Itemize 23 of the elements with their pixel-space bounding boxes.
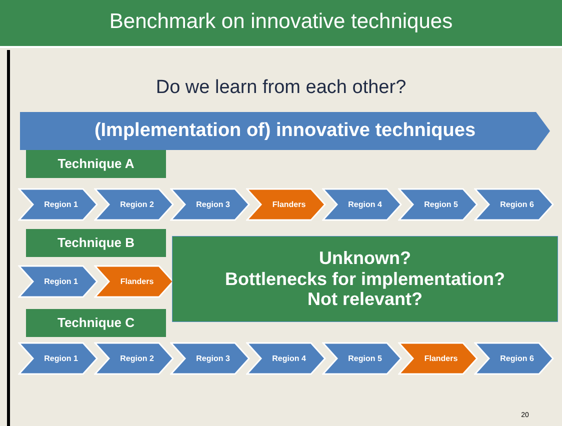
chevron-step: Region 5 bbox=[398, 188, 478, 221]
chevron-step: Region 4 bbox=[322, 188, 402, 221]
label-box: Technique B bbox=[26, 229, 166, 257]
arrow-banner: (Implementation of) innovative techniques bbox=[20, 112, 550, 150]
chevron-step: Flanders bbox=[246, 188, 326, 221]
chevron-step: Region 6 bbox=[474, 188, 554, 221]
chevron-step: Region 4 bbox=[246, 342, 326, 375]
chevron-step: Flanders bbox=[94, 265, 174, 298]
callout-box: Unknown? Bottlenecks for implementation? Not relevant? bbox=[172, 236, 558, 322]
label-box: Technique A bbox=[26, 150, 166, 178]
chevron-step: Region 5 bbox=[322, 342, 402, 375]
chevron-step: Region 1 bbox=[18, 188, 98, 221]
subtitle: Do we learn from each other? bbox=[154, 77, 408, 99]
chevron-step: Region 2 bbox=[94, 188, 174, 221]
chevron-step: Region 3 bbox=[170, 342, 250, 375]
chevron-step: Region 6 bbox=[474, 342, 554, 375]
chevron-step: Region 1 bbox=[18, 342, 98, 375]
label-box: Technique C bbox=[26, 309, 166, 337]
slide-title: Benchmark on innovative techniques bbox=[108, 10, 454, 34]
chevron-step: Region 2 bbox=[94, 342, 174, 375]
chevron-step: Region 3 bbox=[170, 188, 250, 221]
chevron-step: Flanders bbox=[398, 342, 478, 375]
chevron-step: Region 1 bbox=[18, 265, 98, 298]
